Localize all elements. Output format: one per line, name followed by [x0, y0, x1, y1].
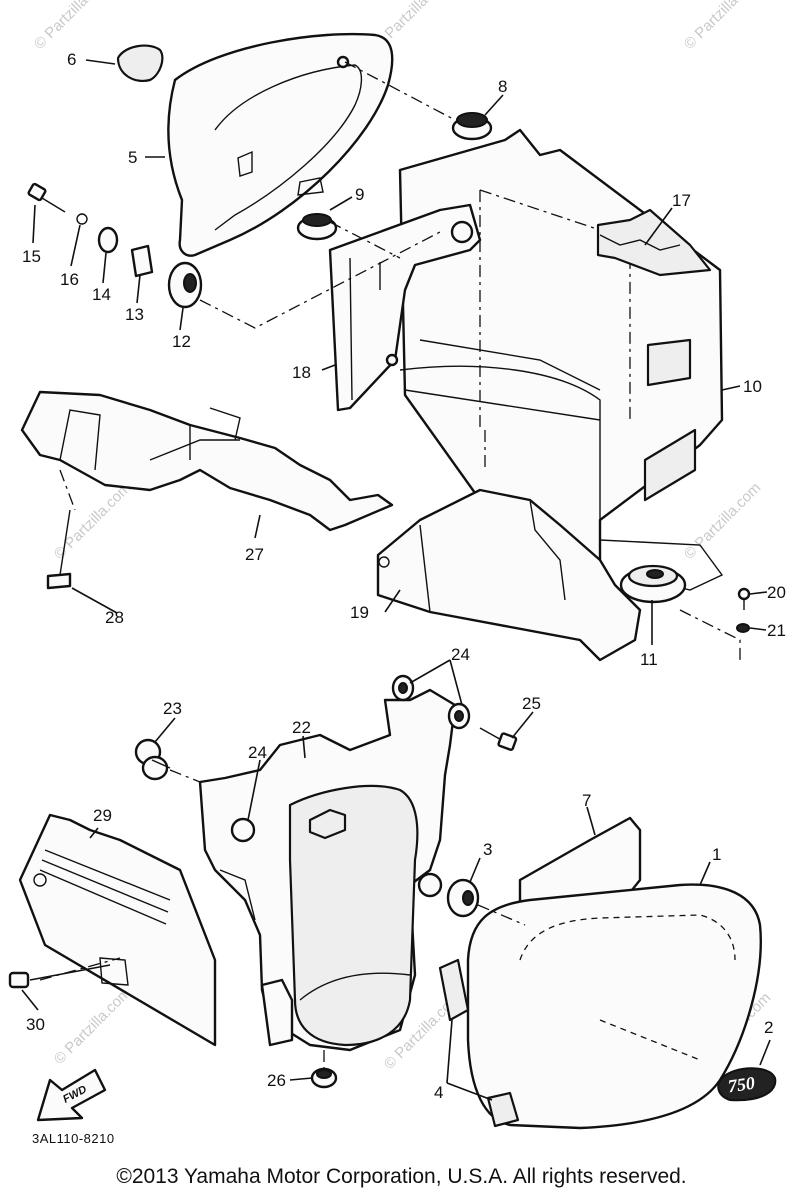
part-6-grommet — [116, 44, 164, 82]
part-5-cover — [167, 32, 394, 257]
watermark: © Partzilla.com — [51, 984, 134, 1067]
part-29-shield — [18, 813, 217, 1047]
callout-24: 24 — [451, 645, 470, 664]
callout-21: 21 — [767, 621, 786, 640]
part-21-nut — [736, 623, 750, 633]
part-18-bracket — [328, 203, 482, 412]
callout-18: 18 — [292, 363, 311, 382]
watermark: © Partzilla.com — [681, 479, 764, 562]
callout-14: 14 — [92, 285, 111, 304]
callout-3: 3 — [483, 840, 492, 859]
callout-5: 5 — [128, 148, 137, 167]
callout-6: 6 — [67, 50, 76, 69]
part-9-damper — [296, 213, 338, 241]
part-15-bolt — [27, 182, 66, 213]
callout-19: 19 — [350, 603, 369, 622]
watermark: © Partzilla.com — [681, 0, 764, 53]
callout-1: 1 — [712, 845, 721, 864]
part-28-bolt — [46, 509, 72, 590]
emblem-text: 750 — [727, 1073, 757, 1097]
part-26-grommet — [310, 1067, 338, 1089]
part-25-bolt — [479, 727, 518, 751]
callout-8: 8 — [498, 77, 507, 96]
callout-23: 23 — [163, 699, 182, 718]
part-30-screw — [8, 964, 111, 989]
callout-29: 29 — [93, 806, 112, 825]
part-14-washer — [97, 226, 119, 254]
callout-2: 2 — [764, 1018, 773, 1037]
part-2-emblem: 750 — [717, 1067, 777, 1102]
part-1-side-cover — [466, 883, 762, 1130]
part-12-grommet — [167, 261, 203, 309]
part-23-bolt — [134, 738, 171, 781]
part-4-damper — [438, 958, 470, 1022]
part-24-grommet — [391, 674, 415, 702]
parts-diagram: © Partzilla.com © Partzilla.com © Partzi… — [8, 0, 786, 1146]
part-24-grommet — [447, 702, 471, 730]
diagram-code: 3AL110-8210 — [32, 1131, 115, 1146]
part-22-air-box — [198, 688, 457, 1052]
callouts: 1 2 3 4 5 6 7 8 9 10 11 12 13 14 15 16 1… — [22, 50, 786, 1102]
callout-22: 22 — [292, 718, 311, 737]
callout-20: 20 — [767, 583, 786, 602]
callout-15: 15 — [22, 247, 41, 266]
part-20-screw — [737, 587, 751, 610]
callout-13: 13 — [125, 305, 144, 324]
callout-28: 28 — [105, 608, 124, 627]
callout-25: 25 — [522, 694, 541, 713]
callout-4: 4 — [434, 1083, 443, 1102]
part-13-collar — [130, 244, 154, 278]
leader-lines — [21, 59, 771, 1101]
callout-24b: 24 — [248, 743, 267, 762]
part-16-washer — [76, 213, 88, 225]
part-11-grommet — [619, 564, 687, 604]
callout-30: 30 — [26, 1015, 45, 1034]
callout-9: 9 — [355, 185, 364, 204]
callout-17: 17 — [672, 191, 691, 210]
callout-12: 12 — [172, 332, 191, 351]
copyright-notice: ©2013 Yamaha Motor Corporation, U.S.A. A… — [116, 1165, 687, 1188]
callout-10: 10 — [743, 377, 762, 396]
callout-7: 7 — [582, 791, 591, 810]
part-8-damper — [451, 112, 493, 141]
assembly-lines — [39, 61, 741, 1068]
part-27-duct — [20, 390, 394, 532]
callout-26: 26 — [267, 1071, 286, 1090]
part-4-damper — [486, 1091, 520, 1128]
callout-27: 27 — [245, 545, 264, 564]
callout-16: 16 — [60, 270, 79, 289]
fwd-arrow-icon: FWD — [36, 1068, 107, 1122]
callout-11: 11 — [640, 650, 658, 669]
watermark: © Partzilla.com — [31, 0, 114, 53]
part-3-grommet — [446, 878, 480, 918]
